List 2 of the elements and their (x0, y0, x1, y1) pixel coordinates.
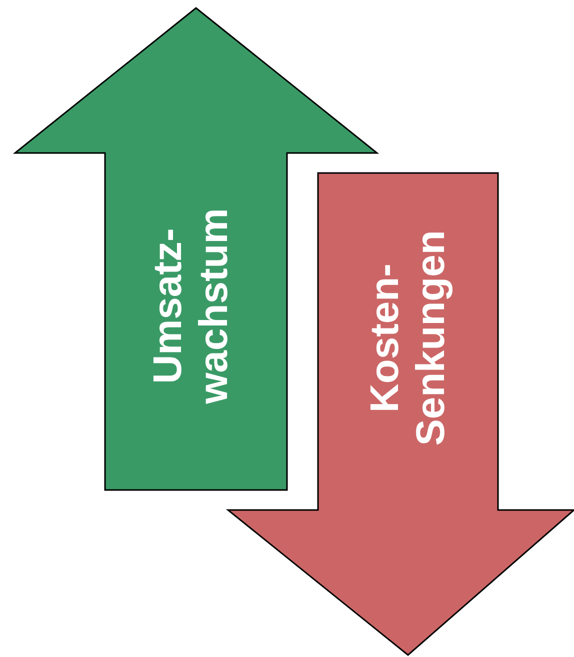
arrow-label: Umsatz- wachstum (145, 207, 237, 406)
arrow-label: Kosten- Senkungen (362, 229, 454, 448)
